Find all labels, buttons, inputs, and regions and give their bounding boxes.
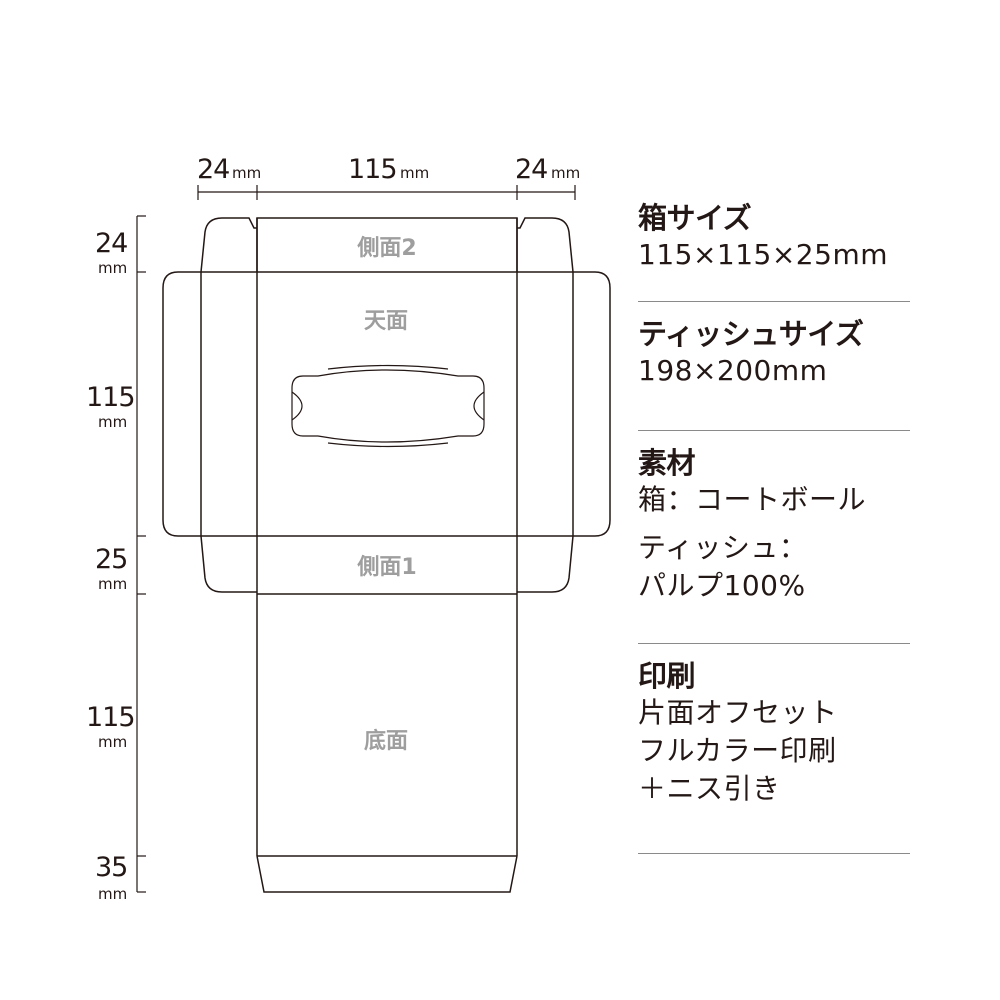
left-dim-0-value: 24: [95, 228, 127, 259]
spec-title: 印刷: [638, 659, 696, 693]
spec-tissue-size: ティッシュサイズ 198×200mm: [638, 316, 910, 431]
right-side-flap: [573, 271, 611, 537]
left-dim-4-unit: mm: [98, 885, 127, 903]
top-dim-1-unit: mm: [400, 164, 429, 182]
spec-value: フルカラー印刷: [638, 734, 837, 767]
bottom-right-dust-flap: [517, 535, 574, 593]
spec-value: 箱：コートボール: [638, 483, 867, 516]
spec-list: 箱サイズ 115×115×25mm ティッシュサイズ 198×200mm 素材 …: [638, 196, 910, 854]
top-dim-2-value: 24: [515, 154, 547, 185]
left-dim-4-value: 35: [95, 852, 127, 883]
box-dieline: [162, 217, 611, 893]
panel-label-bottom: 底面: [364, 728, 408, 754]
bottom-left-dust-flap: [200, 535, 257, 593]
left-dim-1-unit: mm: [98, 413, 127, 431]
bottom-tuck-flap: [256, 855, 518, 893]
spec-title: 箱サイズ: [638, 201, 752, 235]
top-left-dust-flap: [200, 217, 257, 273]
left-dim-3-value: 115: [86, 702, 135, 733]
top-dim-1-value: 115: [348, 154, 397, 185]
spec-printing: 印刷 片面オフセット フルカラー印刷 ＋ニス引き: [638, 658, 910, 854]
top-dim-2-unit: mm: [551, 164, 580, 182]
panel-label-top: 天面: [364, 309, 408, 334]
spec-material: 素材 箱：コートボール ティッシュ： パルプ100%: [638, 445, 910, 644]
left-dim-3-unit: mm: [98, 733, 127, 751]
left-dimension-line: [136, 215, 146, 893]
spec-value: 片面オフセット: [638, 696, 838, 729]
top-dim-0-value: 24: [197, 154, 229, 185]
spec-value: 198×200mm: [638, 354, 828, 387]
spec-value: ＋ニス引き: [638, 772, 781, 805]
top-dim-0-unit: mm: [232, 164, 261, 182]
left-dim-0-unit: mm: [98, 259, 127, 277]
tissue-opening: [291, 369, 485, 443]
spec-value: パルプ100%: [638, 569, 806, 602]
panel-label-side2: 側面2: [356, 236, 416, 261]
spec-title: 素材: [638, 446, 696, 480]
spec-value: 115×115×25mm: [638, 238, 888, 271]
spec-value: ティッシュ：: [638, 531, 808, 564]
left-dim-2-unit: mm: [98, 575, 127, 593]
top-right-dust-flap: [517, 217, 574, 273]
left-dim-2-value: 25: [95, 544, 127, 575]
left-dim-1-value: 115: [86, 382, 135, 413]
spec-title: ティッシュサイズ: [638, 317, 864, 351]
spec-box-size: 箱サイズ 115×115×25mm: [638, 200, 910, 302]
panel-label-side1: 側面1: [356, 555, 416, 580]
top-dimension-line: [197, 185, 576, 200]
left-side-flap: [162, 271, 201, 537]
